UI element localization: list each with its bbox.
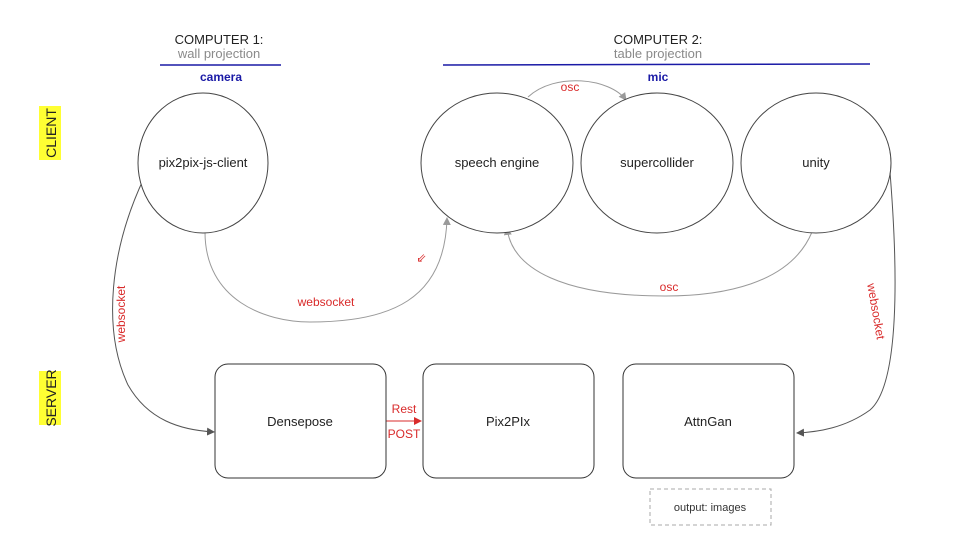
client-label-unity: unity <box>802 155 830 170</box>
client-label: CLIENT <box>43 108 59 158</box>
client-circle <box>420 92 574 234</box>
websocket-left-label: websocket <box>114 285 128 343</box>
osc-bottom-label: osc <box>660 280 679 294</box>
computer-2-header: COMPUTER 2: table projection mic <box>442 32 871 84</box>
server-pix2pix: Pix2PIx <box>422 363 595 479</box>
client-circle <box>740 92 892 234</box>
output-box: output: images <box>649 488 772 526</box>
server-attngan: AttnGan <box>622 363 795 479</box>
computer-1-subtitle: wall projection <box>177 46 260 61</box>
rest-label: Rest <box>392 402 417 416</box>
osc-top-label: osc <box>561 80 580 94</box>
client-circle <box>580 92 734 234</box>
direction-arrow-glyph: ⇐ <box>413 250 430 267</box>
server-label-pix2pix: Pix2PIx <box>486 414 531 429</box>
server-label-attngan: AttnGan <box>684 414 732 429</box>
server-box <box>422 363 595 479</box>
mic-label: mic <box>648 70 669 84</box>
camera-label: camera <box>200 70 242 84</box>
server-highlight <box>39 371 61 425</box>
server-box <box>622 363 795 479</box>
websocket-right-arrow <box>796 159 896 437</box>
output-dashed-border <box>649 488 772 526</box>
computer-1-header: COMPUTER 1: wall projection camera <box>160 32 281 84</box>
server-box <box>214 363 387 479</box>
websocket-left-arrow <box>112 177 215 436</box>
computer-1-title: COMPUTER 1: <box>175 32 264 47</box>
websocket-right-label: websocket <box>864 281 888 341</box>
server-row-label: SERVER <box>39 369 61 427</box>
websocket-middle-label: websocket <box>297 295 355 309</box>
osc-bottom-arrow <box>503 227 813 297</box>
client-label-pix2pix-js-client: pix2pix-js-client <box>159 155 248 170</box>
computer-2-subtitle: table projection <box>614 46 702 61</box>
client-speech-engine: speech engine <box>420 92 574 234</box>
websocket-middle-arrow <box>204 217 451 323</box>
client-label-supercollider: supercollider <box>620 155 694 170</box>
client-label-speech-engine: speech engine <box>455 155 540 170</box>
client-highlight <box>39 106 61 160</box>
computer-2-underline <box>442 63 871 66</box>
client-row-label: CLIENT <box>39 106 61 160</box>
computer-2-title: COMPUTER 2: <box>614 32 703 47</box>
server-label: SERVER <box>43 369 59 426</box>
output-label: output: images <box>674 502 747 514</box>
server-label-densepose: Densepose <box>267 414 333 429</box>
client-unity: unity <box>740 92 892 234</box>
server-densepose: Densepose <box>214 363 387 479</box>
client-supercollider: supercollider <box>580 92 734 234</box>
client-circle <box>137 92 269 234</box>
osc-top-arrow <box>527 80 627 101</box>
post-label: POST <box>388 427 421 441</box>
client-pix2pix-js-client: pix2pix-js-client <box>137 92 269 234</box>
